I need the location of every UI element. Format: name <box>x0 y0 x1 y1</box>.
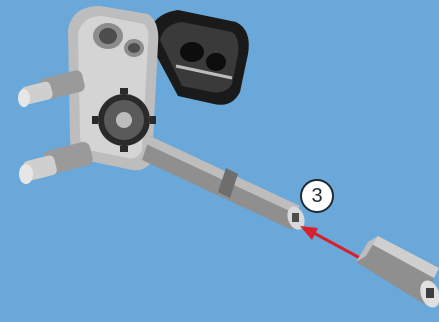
step-number-badge: 3 <box>300 179 334 213</box>
